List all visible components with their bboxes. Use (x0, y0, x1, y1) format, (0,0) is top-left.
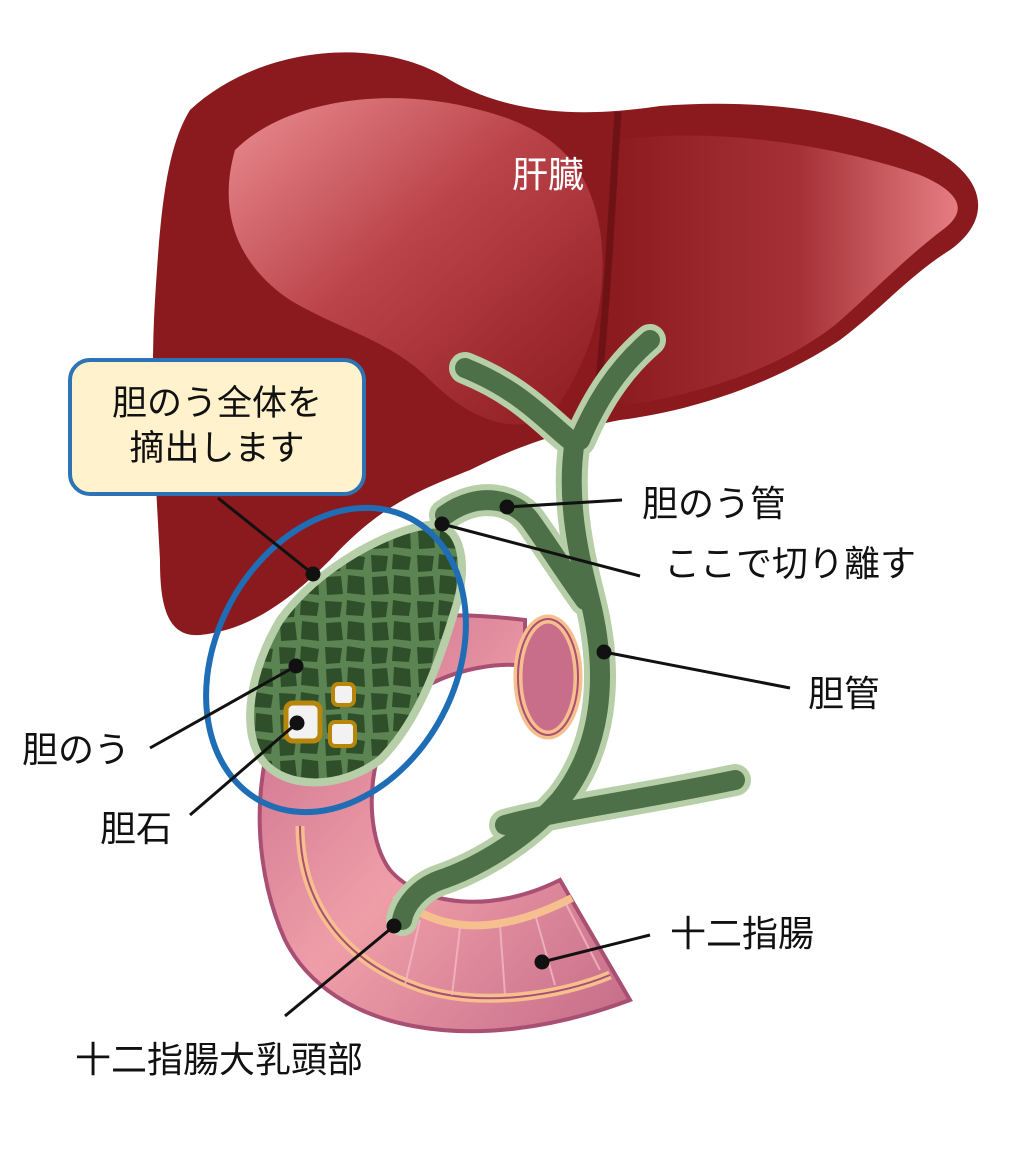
biliary-ducts (386, 324, 751, 936)
gallbladder (246, 520, 467, 787)
label-cystic-duct: 胆のう管 (642, 484, 787, 525)
label-gallstone: 胆石 (100, 809, 173, 850)
gallstones (283, 682, 357, 748)
label-papilla: 十二指腸大乳頭部 (75, 1040, 364, 1081)
resection-outline (203, 504, 469, 816)
leader-lines (149, 496, 791, 1018)
callout-line-1: 胆のう全体を (111, 383, 322, 424)
gallstone-small (331, 682, 356, 707)
label-liver: 肝臓 (512, 155, 585, 196)
label-bile-duct: 胆管 (808, 674, 881, 715)
gallstone-medium (328, 720, 357, 748)
callout-line-2: 摘出します (129, 429, 305, 469)
label-cut-here: ここで切り離す (664, 544, 917, 585)
callout-box: 胆のう全体を 摘出します (68, 358, 366, 496)
label-gallbladder: 胆のう (22, 730, 131, 771)
label-duodenum: 十二指腸 (670, 914, 815, 955)
